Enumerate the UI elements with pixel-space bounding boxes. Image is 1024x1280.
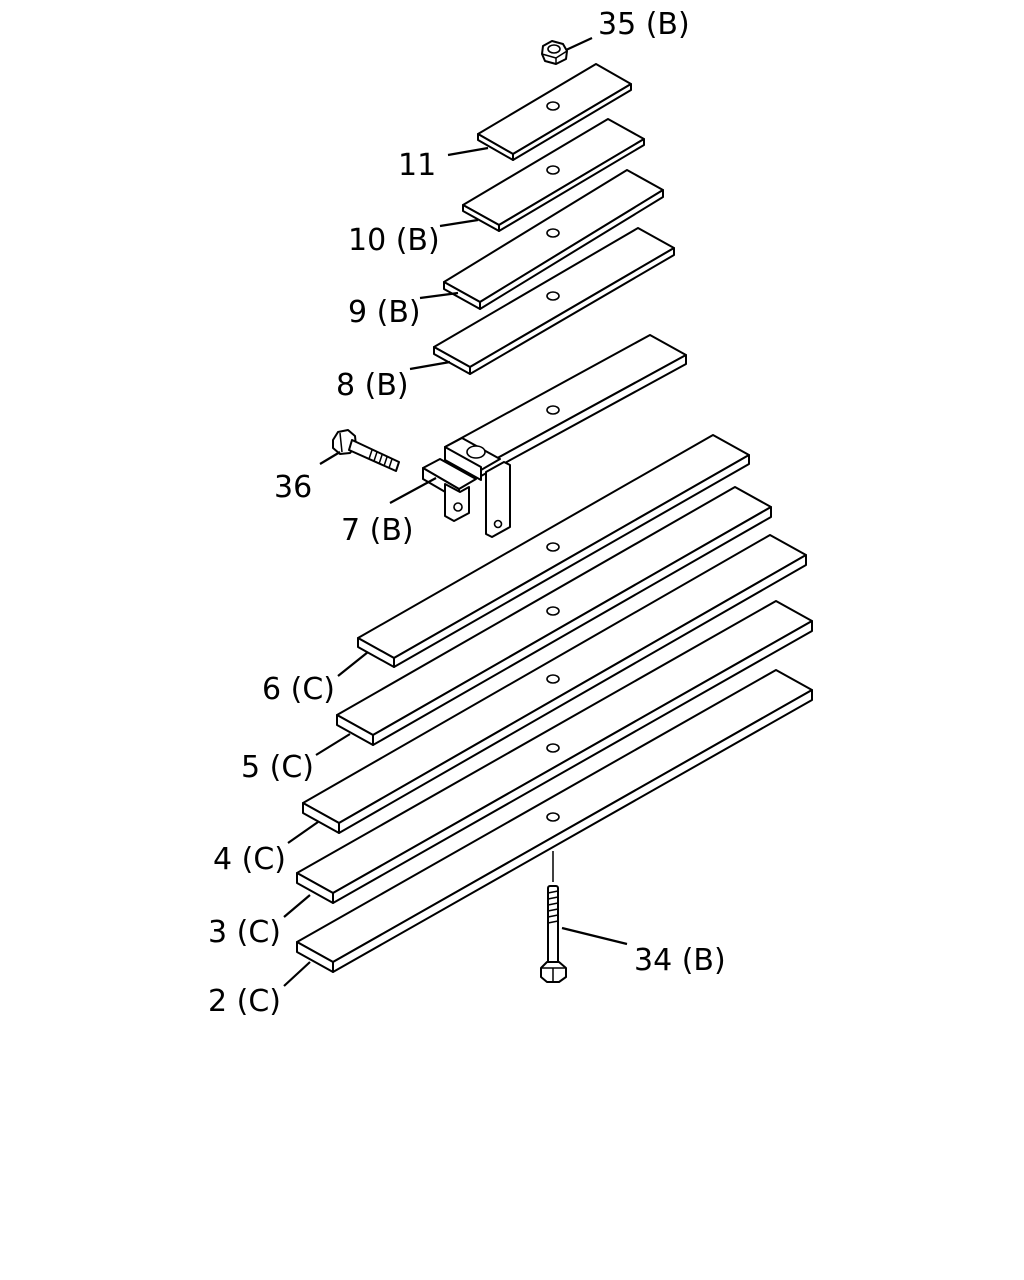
leaf-9: [443, 169, 664, 310]
label-part-4: 4 (C): [213, 842, 286, 877]
center-bolt-34-icon: [540, 885, 567, 983]
leaf-3: [296, 600, 813, 904]
label-part-3: 3 (C): [208, 915, 281, 950]
leaf-4: [302, 534, 807, 834]
label-part-9: 9 (B): [348, 295, 421, 330]
leaf-11: [477, 63, 632, 161]
leaf-5: [336, 486, 772, 746]
leaf-7-with-bracket: [422, 334, 687, 538]
label-part-6: 6 (C): [262, 672, 335, 707]
label-part-34: 34 (B): [634, 943, 726, 978]
label-part-5: 5 (C): [241, 750, 314, 785]
nut-35-icon: [541, 40, 568, 65]
leaf-8: [433, 227, 675, 375]
leader-lines: [283, 37, 628, 987]
label-part-36: 36: [274, 470, 312, 505]
leaf-2: [296, 669, 813, 973]
label-part-8: 8 (B): [336, 368, 409, 403]
leaf-10: [462, 118, 645, 232]
label-part-7: 7 (B): [341, 513, 414, 548]
shackle-bolt-36-icon: [332, 429, 400, 472]
label-part-10: 10 (B): [348, 223, 440, 258]
label-part-2: 2 (C): [208, 984, 281, 1019]
label-part-35: 35 (B): [598, 7, 690, 42]
label-part-11: 11: [398, 148, 436, 183]
leaf-6: [357, 434, 750, 668]
